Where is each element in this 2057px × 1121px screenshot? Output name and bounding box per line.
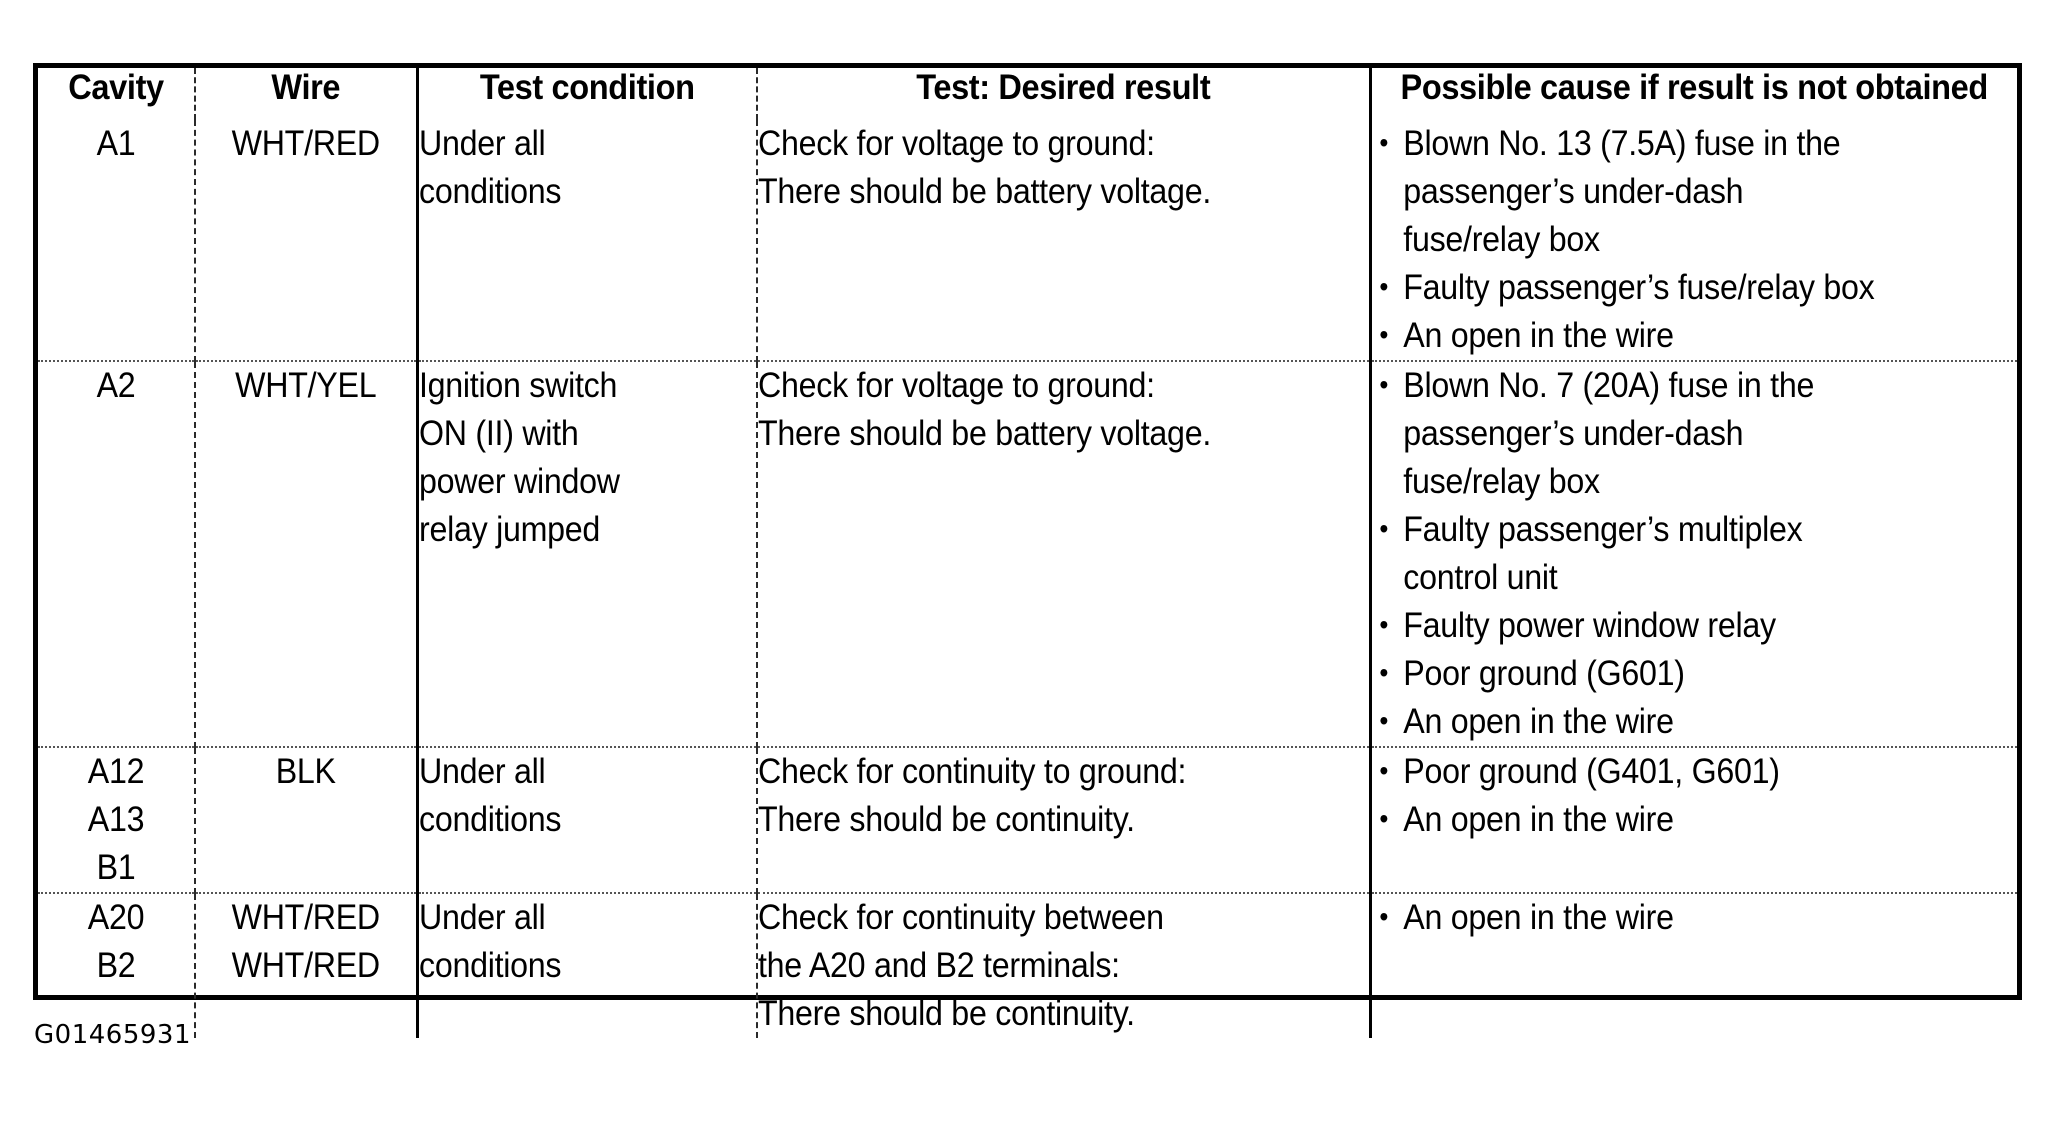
cell-wire: WHT/YEL [195, 360, 419, 747]
cell-possible-cause: Poor ground (G401, G601) An open in the … [1370, 746, 2017, 893]
cause-list: Blown No. 7 (20A) fuse in the passenger’… [1372, 361, 1966, 746]
wire-color: BLK [275, 752, 336, 791]
table-row: A20 B2 WHT/RED WHT/RED Under all conditi… [38, 892, 2017, 1038]
condition-line: Under all [418, 124, 546, 163]
result-line: There should be continuity. [758, 994, 1135, 1033]
cause-item: Poor ground (G601) [1372, 649, 1966, 698]
cell-desired-result: Check for voltage to ground: There shoul… [757, 360, 1372, 747]
table-body: A1 WHT/RED Under all conditions [38, 119, 2017, 1038]
cell-test-condition: Under all conditions [417, 746, 758, 893]
result-line: the A20 and B2 terminals: [758, 946, 1120, 985]
condition-line: Ignition switch [418, 366, 617, 405]
wire-color: WHT/RED [231, 124, 381, 163]
table-header: Cavity Wire Test condition Test: Desired… [38, 68, 2017, 120]
result-line: Check for voltage to ground: [758, 124, 1155, 163]
column-header-test-condition: Test condition [428, 68, 747, 120]
cell-cavity: A2 [38, 360, 196, 747]
cell-cavity: A20 B2 [38, 892, 196, 1038]
column-header-desired-result: Test: Desired result [778, 68, 1350, 120]
cell-desired-result: Check for voltage to ground: There shoul… [757, 120, 1372, 361]
condition-line: Under all [418, 898, 546, 937]
column-header-possible-cause: Possible cause if result is not obtained [1400, 68, 1988, 107]
cause-item: An open in the wire [1372, 893, 1966, 942]
cause-item: An open in the wire [1372, 795, 1966, 844]
figure-id-label: G01465931 [34, 1020, 191, 1050]
cavity-code: A13 [87, 800, 145, 839]
cell-possible-cause: An open in the wire [1370, 892, 2017, 1038]
cell-test-condition: Under all conditions [417, 892, 758, 1038]
cell-test-condition: Ignition switch ON (II) with power windo… [417, 360, 758, 747]
result-line: Check for voltage to ground: [758, 366, 1155, 405]
cell-wire: BLK [195, 746, 419, 893]
condition-line: ON (II) with [418, 414, 579, 453]
cell-cavity: A12 A13 B1 [38, 746, 196, 893]
cause-list: Poor ground (G401, G601) An open in the … [1372, 747, 1966, 844]
cell-test-condition: Under all conditions [417, 120, 758, 361]
cell-wire: WHT/RED WHT/RED [195, 892, 419, 1038]
condition-line: conditions [418, 172, 562, 211]
column-header-cavity: Cavity [43, 68, 191, 120]
column-header-wire: Wire [202, 68, 411, 120]
cavity-code: A20 [87, 898, 145, 937]
cause-item: Blown No. 7 (20A) fuse in the passenger’… [1372, 361, 1966, 506]
cavity-code: A1 [96, 124, 136, 163]
cause-item: Faulty passenger’s multiplex control uni… [1372, 505, 1966, 602]
connector-test-table: Cavity Wire Test condition Test: Desired… [38, 68, 2017, 1038]
cause-list: Blown No. 13 (7.5A) fuse in the passenge… [1372, 119, 1966, 360]
cell-possible-cause: Blown No. 7 (20A) fuse in the passenger’… [1370, 360, 2017, 747]
cavity-code: B2 [96, 946, 136, 985]
header-row: Cavity Wire Test condition Test: Desired… [38, 68, 2017, 120]
cause-item: Faulty passenger’s fuse/relay box [1372, 263, 1966, 312]
result-line: There should be battery voltage. [758, 172, 1211, 211]
cause-item: Faulty power window relay [1372, 601, 1966, 650]
wire-color: WHT/RED [231, 898, 381, 937]
table-row: A12 A13 B1 BLK Under all conditions [38, 746, 2017, 893]
result-line: Check for continuity between [758, 898, 1164, 937]
cause-item: An open in the wire [1372, 311, 1966, 360]
result-line: There should be continuity. [758, 800, 1135, 839]
condition-line: power window [418, 462, 620, 501]
cell-wire: WHT/RED [195, 120, 419, 361]
cause-item: Poor ground (G401, G601) [1372, 747, 1966, 796]
cause-item: Blown No. 13 (7.5A) fuse in the passenge… [1372, 119, 1966, 264]
cell-desired-result: Check for continuity between the A20 and… [757, 892, 1372, 1038]
cause-list: An open in the wire [1372, 893, 1966, 942]
wire-color: WHT/YEL [235, 366, 377, 405]
cell-possible-cause: Blown No. 13 (7.5A) fuse in the passenge… [1370, 119, 2017, 361]
result-line: There should be battery voltage. [758, 414, 1211, 453]
cell-cavity: A1 [38, 120, 196, 361]
result-line: Check for continuity to ground: [758, 752, 1187, 791]
condition-line: conditions [418, 800, 562, 839]
spec-table-container: Cavity Wire Test condition Test: Desired… [33, 63, 2022, 1038]
table-row: A1 WHT/RED Under all conditions [38, 119, 2017, 361]
table-row: A2 WHT/YEL Ignition switch ON (II) with … [38, 360, 2017, 747]
cell-desired-result: Check for continuity to ground: There sh… [757, 746, 1372, 893]
condition-line: conditions [418, 946, 562, 985]
cavity-code: B1 [96, 848, 136, 887]
cavity-code: A12 [87, 752, 145, 791]
condition-line: relay jumped [418, 510, 600, 549]
cavity-code: A2 [96, 366, 136, 405]
condition-line: Under all [418, 752, 546, 791]
cause-item: An open in the wire [1372, 697, 1966, 746]
wire-color: WHT/RED [231, 946, 381, 985]
